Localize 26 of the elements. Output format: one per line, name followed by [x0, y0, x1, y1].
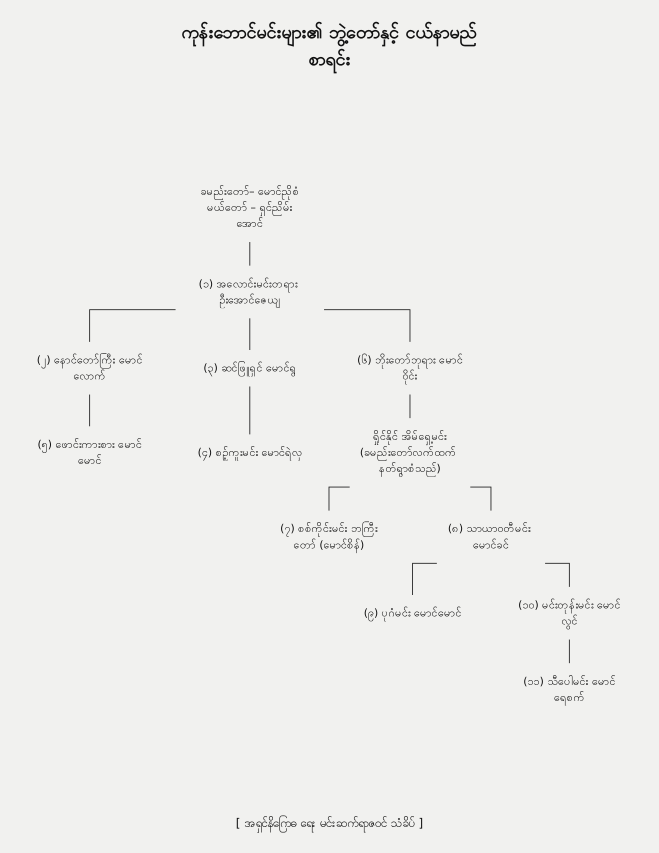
- connector: [412, 562, 438, 596]
- node-text: (၁၀) မင်းတုန်းမင်း မောင်လွင်: [518, 598, 621, 628]
- connector: [328, 486, 350, 512]
- connector: [249, 242, 250, 266]
- diagram-title: ကုန်းဘောင်မင်းများ၏ ဘွဲ့တော်နှင့် ငယ်နာမည် စာရင်း: [170, 20, 490, 74]
- connector: [470, 486, 492, 512]
- node-text: (၆) ဘိုးတော်ဘုရား မောင်ဝိုင်း: [357, 353, 463, 382]
- node-text: (၁၁) သီပေါမင်း မောင်ရေစက်: [523, 674, 616, 704]
- caption: [ အရှင်နိဂြောဓ ရေး မင်းဆက်ရာဇဝင် သံခိပ် ]: [236, 815, 424, 833]
- connector: [544, 562, 570, 588]
- node-text: (၁) အလောင်းမင်းတရား ဦးအောင်ဇေယျ: [198, 277, 298, 306]
- node-text: (၇) စစ်ကိုင်းမင်း ဘကြီးတော် (မောင်စိန်): [280, 522, 378, 552]
- node-text: (၄) စဉ့်ကူးမင်း မောင်ရဲလှ: [198, 446, 302, 459]
- node-text: ရှိုင်နိုင် အိမ်ရှေ့မင်း (ခမည်းတော်လက်ထက် နတ်ရွာစံသည်): [360, 430, 457, 475]
- connector: [89, 309, 176, 342]
- connector: [324, 309, 410, 342]
- node-text: (၂) နောင်တော်ကြီး မောင်လောက်: [36, 353, 142, 382]
- node-text: (၃) ဆင်ဖြူရှင် မောင်ရွ: [203, 361, 296, 374]
- connector: [89, 394, 90, 427]
- connector: [568, 639, 570, 664]
- node-text: (၅) ဖောင်းကားစား မောင်မောင်: [37, 438, 142, 467]
- node-text: ခမည်းတော်– မောင်ညိုစံ မယ်တော် – ရှင်ညိမ်းအောင်: [200, 184, 300, 230]
- connector: [249, 386, 250, 435]
- connector: [249, 318, 250, 350]
- node-text: (၈) သာယာဝတီမင်း မောင်ခင်: [448, 522, 531, 552]
- node-text: (၉) ပုဂံမင်း မောင်မောင်: [364, 606, 462, 620]
